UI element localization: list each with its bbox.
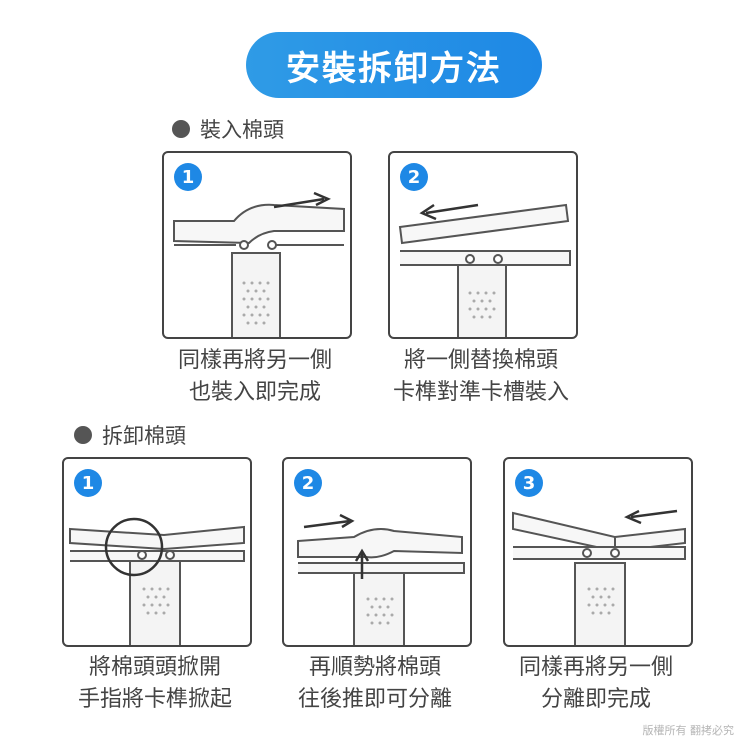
remove-step3-panel: 3: [503, 457, 693, 647]
page-title: 安裝拆卸方法: [286, 48, 502, 89]
step-number-badge: 1: [174, 163, 202, 191]
caption-line: 將棉頭頭掀開: [88, 655, 221, 680]
install-step1-illustration: [173, 191, 345, 337]
section-install-label: 裝入棉頭: [200, 118, 284, 142]
copyright-notice: 版權所有 翻拷必究: [642, 724, 735, 737]
step-number-badge: 2: [400, 163, 428, 191]
caption-line: 往後推即可分離: [297, 687, 452, 712]
bullet-dot-icon: [74, 426, 92, 444]
caption-line: 同樣再將另一側: [518, 655, 673, 680]
remove-step2-caption: 再順勢將棉頭 往後推即可分離: [272, 652, 478, 716]
remove-step2-panel: 2: [282, 457, 472, 647]
step-number-badge: 3: [515, 469, 543, 497]
remove-step1-panel: 1: [62, 457, 252, 647]
remove-step1-illustration: [69, 517, 245, 645]
remove-step3-caption: 同樣再將另一側 分離即完成: [493, 652, 699, 716]
caption-line: 手指將卡榫掀起: [77, 687, 232, 712]
install-step2-illustration: [398, 203, 571, 337]
install-step2-caption: 將一側替換棉頭 卡榫對準卡槽裝入: [376, 345, 586, 409]
caption-line: 再順勢將棉頭: [308, 655, 441, 680]
remove-step3-illustration: [512, 509, 686, 645]
bullet-dot-icon: [172, 120, 190, 138]
section-remove-heading: 拆卸棉頭: [74, 420, 186, 450]
install-step1-panel: 1: [162, 151, 352, 339]
title-banner: 安裝拆卸方法: [246, 32, 542, 98]
section-install-heading: 裝入棉頭: [172, 114, 284, 144]
caption-line: 分離即完成: [540, 687, 651, 712]
step-number-badge: 1: [74, 469, 102, 497]
caption-line: 同樣再將另一側: [177, 348, 332, 373]
caption-line: 也裝入即完成: [188, 380, 321, 405]
step-number-badge: 2: [294, 469, 322, 497]
remove-step1-caption: 將棉頭頭掀開 手指將卡榫掀起: [52, 652, 258, 716]
caption-line: 卡榫對準卡槽裝入: [392, 380, 569, 405]
section-remove-label: 拆卸棉頭: [102, 424, 186, 448]
install-step1-caption: 同樣再將另一側 也裝入即完成: [162, 345, 348, 409]
caption-line: 將一側替換棉頭: [403, 348, 558, 373]
install-step2-panel: 2: [388, 151, 578, 339]
remove-step2-illustration: [297, 513, 465, 645]
